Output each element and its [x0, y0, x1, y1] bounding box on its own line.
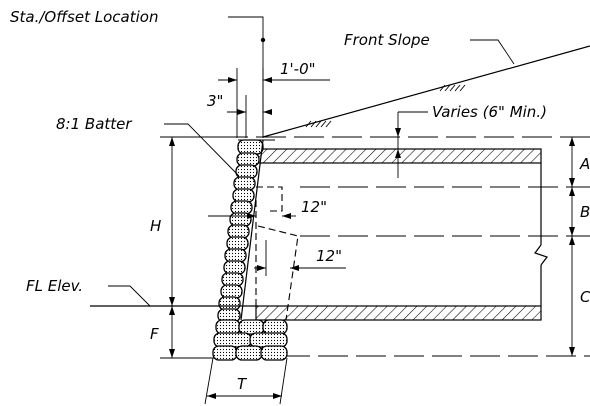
batter-label: 8:1 Batter [56, 115, 132, 133]
twelve-inch-upper-dim [208, 213, 296, 219]
h-label: H [150, 217, 161, 235]
footing-hidden-lines [255, 186, 299, 321]
fl-elev-label: FL Elev. [26, 277, 83, 295]
fl-elev-leader [108, 285, 151, 307]
varies-label: Varies (6" Min.) [432, 103, 547, 121]
a-label: A [579, 155, 590, 173]
three-inch-label: 3" [207, 92, 223, 110]
twelve-inch-lower-dim [254, 240, 346, 276]
grass-symbols [305, 84, 466, 128]
front-slope-leader [470, 39, 515, 65]
b-label: B [580, 203, 590, 221]
pipe-bottom-wall [255, 305, 542, 321]
sta-offset-leader [228, 16, 266, 130]
dimension-reference-lines [280, 186, 590, 357]
batter-leader [164, 123, 239, 176]
one-foot-label: 1'-0" [280, 60, 316, 78]
t-label: T [237, 375, 248, 393]
batter-line [240, 139, 264, 321]
t-dimension [204, 357, 288, 405]
front-slope-label: Front Slope [344, 31, 430, 49]
stone-headwall [212, 139, 288, 361]
sta-offset-label: Sta./Offset Location [10, 8, 158, 26]
abc-dimensions [569, 137, 575, 356]
varies-dimension [395, 111, 428, 178]
c-label: C [580, 288, 590, 306]
top-width-dimensions [218, 68, 330, 138]
twelve-lower-label: 12" [316, 247, 342, 265]
twelve-upper-label: 12" [301, 198, 327, 216]
h-f-dimensions [90, 136, 258, 359]
f-label: F [150, 325, 159, 343]
pipe-culvert [255, 148, 548, 321]
